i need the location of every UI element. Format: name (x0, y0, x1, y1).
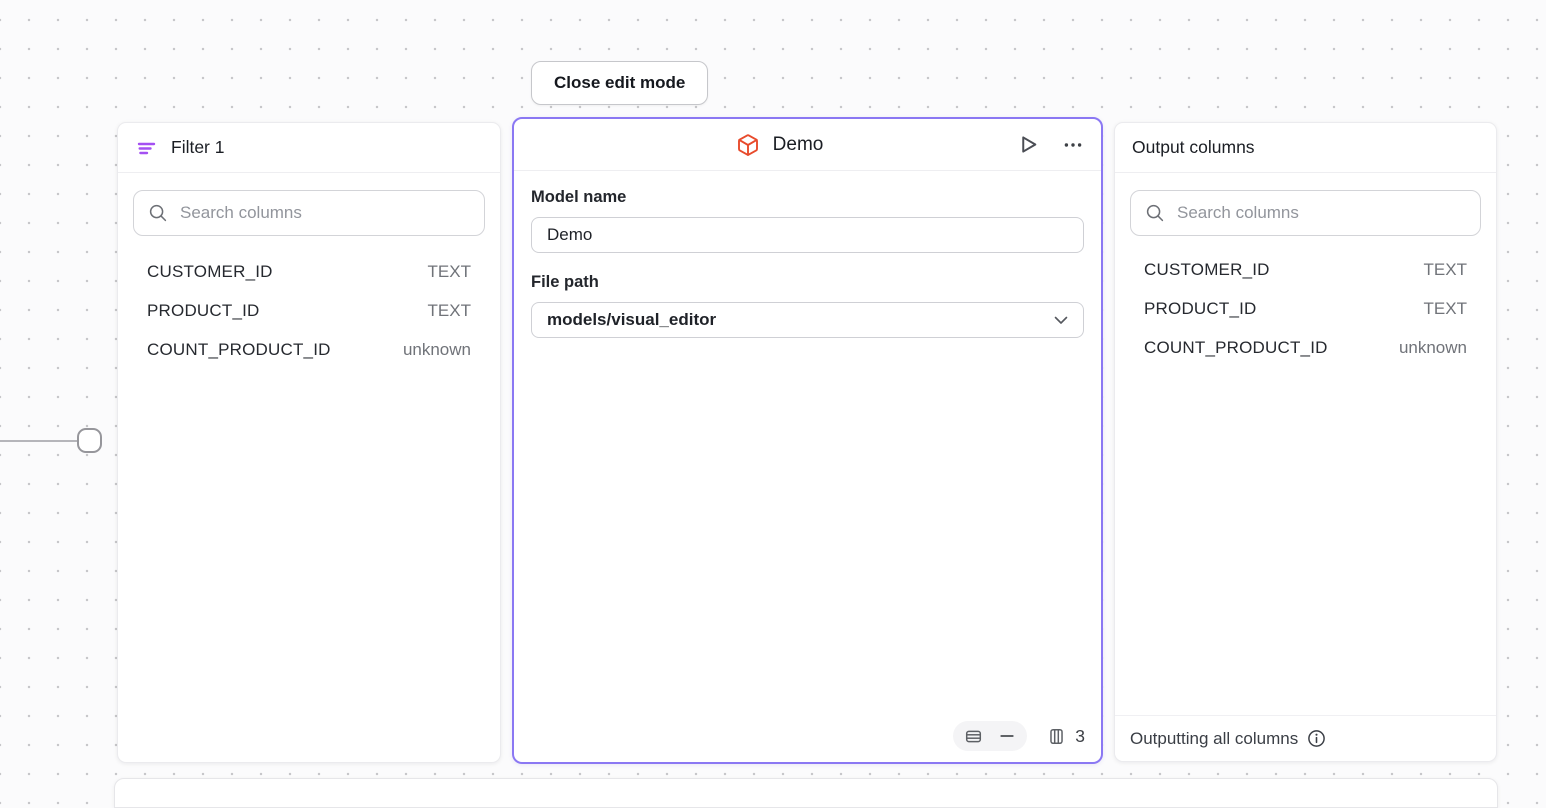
column-row[interactable]: CUSTOMER_ID TEXT (1130, 250, 1481, 289)
column-row[interactable]: PRODUCT_ID TEXT (1130, 289, 1481, 328)
info-icon[interactable] (1307, 729, 1326, 748)
minus-icon (999, 728, 1015, 744)
model-panel-actions (1014, 119, 1087, 170)
more-options-button[interactable] (1059, 131, 1087, 159)
column-type: TEXT (1423, 298, 1467, 318)
model-panel-footer: 3 (953, 721, 1085, 751)
model-panel-title-group: Demo (514, 119, 1045, 170)
column-row[interactable]: CUSTOMER_ID TEXT (133, 252, 485, 291)
search-icon (1145, 203, 1165, 223)
column-name: PRODUCT_ID (1144, 298, 1257, 318)
column-count-value: 3 (1075, 725, 1085, 746)
collapse-preview-button[interactable] (999, 728, 1015, 744)
filter-column-list: CUSTOMER_ID TEXT PRODUCT_ID TEXT COUNT_P… (133, 252, 485, 369)
play-icon (1018, 134, 1039, 155)
output-search-input[interactable] (1177, 203, 1466, 223)
output-panel-title: Output columns (1132, 137, 1255, 157)
filter-search-input[interactable] (180, 203, 470, 223)
preview-toggle-group (953, 721, 1028, 751)
cube-icon (736, 133, 760, 157)
outputting-all-columns-label: Outputting all columns (1130, 728, 1299, 748)
table-rows-view-button[interactable] (965, 728, 982, 745)
column-row[interactable]: COUNT_PRODUCT_ID unknown (1130, 328, 1481, 367)
column-row[interactable]: COUNT_PRODUCT_ID unknown (133, 330, 485, 369)
column-name: PRODUCT_ID (147, 300, 260, 320)
output-panel-header: Output columns (1115, 123, 1496, 173)
file-path-value: models/visual_editor (547, 310, 717, 329)
filter-node-panel: Filter 1 CUSTOMER_ID TEXT PRODUCT_ID TEX… (117, 122, 501, 763)
column-type: TEXT (427, 261, 471, 281)
model-name-label: Model name (531, 188, 627, 206)
column-type: TEXT (427, 300, 471, 320)
column-type: unknown (1398, 337, 1467, 357)
file-path-label: File path (531, 273, 599, 291)
model-node-panel: Demo Model name File path (512, 117, 1103, 764)
filter-search-box (133, 190, 485, 236)
close-edit-mode-button[interactable]: Close edit mode (531, 61, 709, 105)
search-icon (148, 203, 168, 223)
filter-panel-header: Filter 1 (118, 123, 500, 173)
column-name: CUSTOMER_ID (147, 261, 273, 281)
column-name: COUNT_PRODUCT_ID (1144, 337, 1328, 357)
output-search-box (1130, 190, 1481, 236)
table-rows-icon (965, 728, 982, 745)
output-columns-panel: Output columns CUSTOMER_ID TEXT PRODUCT_… (1114, 122, 1497, 762)
model-panel-header: Demo (514, 119, 1101, 171)
model-panel-body: Model name File path models/visual_edito… (514, 171, 1101, 762)
model-panel-title: Demo (772, 133, 824, 155)
ellipsis-icon (1063, 135, 1083, 155)
column-name: COUNT_PRODUCT_ID (147, 339, 331, 359)
table-columns-icon (1048, 728, 1065, 745)
bottom-node-panel[interactable] (114, 778, 1498, 808)
filter-icon (135, 137, 157, 159)
output-panel-footer: Outputting all columns (1115, 715, 1496, 761)
edge-connector-line (0, 440, 78, 442)
output-column-list: CUSTOMER_ID TEXT PRODUCT_ID TEXT COUNT_P… (1130, 250, 1481, 367)
chevron-down-icon (1054, 316, 1068, 325)
column-count-group[interactable]: 3 (1048, 726, 1085, 747)
column-type: unknown (402, 339, 471, 359)
run-model-button[interactable] (1014, 130, 1043, 159)
column-type: TEXT (1423, 259, 1467, 279)
column-row[interactable]: PRODUCT_ID TEXT (133, 291, 485, 330)
edge-connector-handle[interactable] (77, 428, 102, 453)
file-path-select[interactable]: models/visual_editor (531, 302, 1084, 338)
column-name: CUSTOMER_ID (1144, 259, 1270, 279)
model-name-input[interactable] (531, 217, 1084, 253)
filter-panel-title: Filter 1 (171, 137, 225, 157)
